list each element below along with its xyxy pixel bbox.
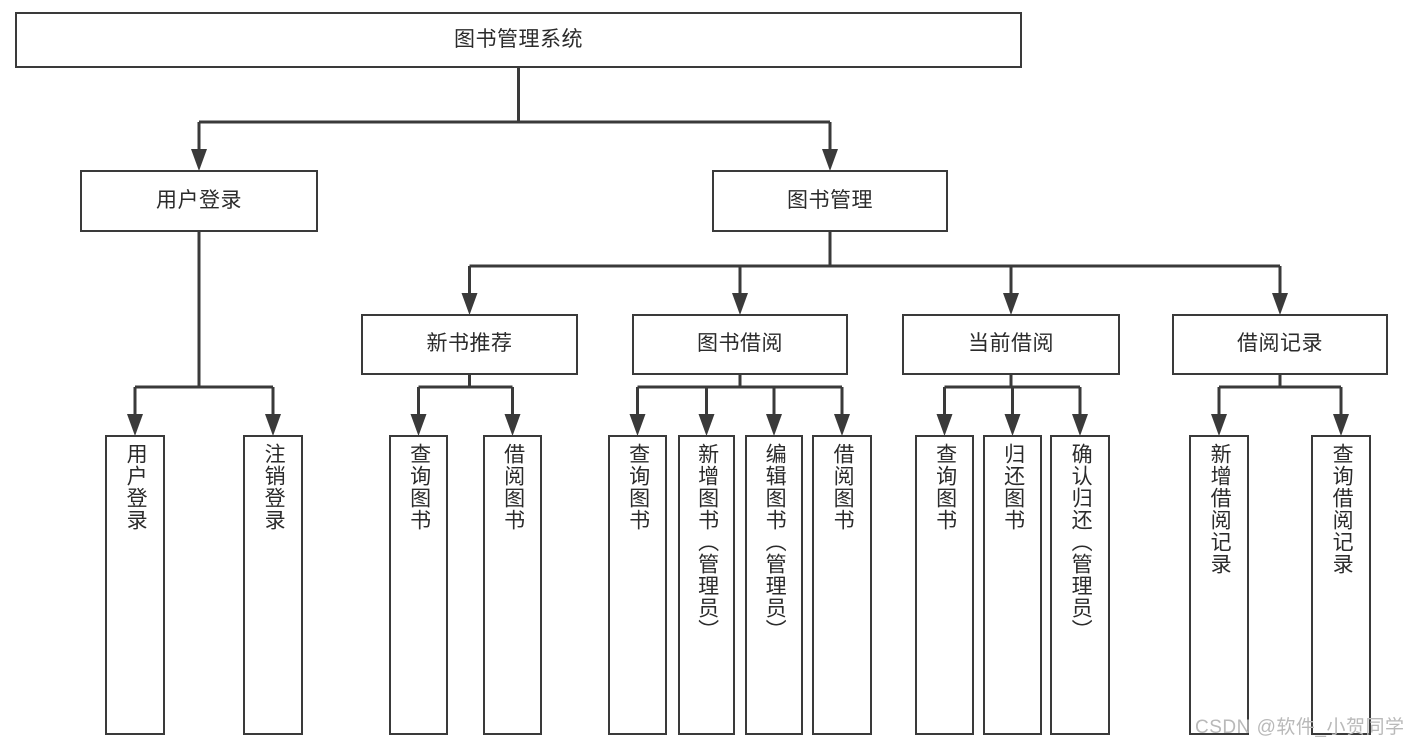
node-label: 用户登录	[124, 443, 148, 531]
node-leaf-add-borrow-record[interactable]: 新增借阅记录	[1189, 435, 1249, 735]
node-borrow-record[interactable]: 借阅记录	[1172, 314, 1388, 375]
node-label: 图书管理	[787, 188, 873, 212]
node-label: 当前借阅	[968, 332, 1054, 356]
node-label: 编辑图书（管理员）	[763, 443, 787, 641]
node-book-borrow[interactable]: 图书借阅	[632, 314, 848, 375]
node-label: 借阅图书	[501, 443, 525, 531]
node-leaf-query-book-current[interactable]: 查询图书	[915, 435, 974, 735]
node-label: 查询图书	[626, 443, 650, 531]
node-leaf-borrow-book[interactable]: 借阅图书	[812, 435, 872, 735]
node-leaf-query-book-recommend[interactable]: 查询图书	[389, 435, 448, 735]
node-current-borrow[interactable]: 当前借阅	[902, 314, 1120, 375]
node-label: 用户登录	[156, 188, 242, 212]
node-label: 新增图书（管理员）	[695, 443, 719, 641]
node-label: 查询图书	[407, 443, 431, 531]
node-label: 图书管理系统	[454, 27, 583, 51]
node-leaf-edit-book-admin[interactable]: 编辑图书（管理员）	[745, 435, 803, 735]
node-label: 新增借阅记录	[1208, 443, 1232, 575]
node-leaf-query-borrow-record[interactable]: 查询借阅记录	[1311, 435, 1371, 735]
node-leaf-query-book-borrow[interactable]: 查询图书	[608, 435, 667, 735]
node-root[interactable]: 图书管理系统	[15, 12, 1022, 68]
node-label: 新书推荐	[426, 332, 513, 356]
node-label: 查询借阅记录	[1330, 443, 1354, 575]
node-label: 图书借阅	[697, 332, 783, 356]
node-label: 借阅记录	[1237, 332, 1323, 356]
node-leaf-add-book-admin[interactable]: 新增图书（管理员）	[678, 435, 735, 735]
node-book-management-group[interactable]: 图书管理	[712, 170, 948, 232]
node-leaf-logout[interactable]: 注销登录	[243, 435, 303, 735]
node-leaf-user-login[interactable]: 用户登录	[105, 435, 165, 735]
node-label: 查询图书	[933, 443, 957, 531]
node-label: 归还图书	[1001, 443, 1025, 531]
node-leaf-return-book[interactable]: 归还图书	[983, 435, 1042, 735]
node-user-login-group[interactable]: 用户登录	[80, 170, 318, 232]
node-label: 注销登录	[262, 443, 286, 531]
node-leaf-borrow-book-recommend[interactable]: 借阅图书	[483, 435, 542, 735]
node-leaf-confirm-return-admin[interactable]: 确认归还（管理员）	[1050, 435, 1110, 735]
node-new-book-recommend[interactable]: 新书推荐	[361, 314, 578, 375]
node-label: 借阅图书	[831, 443, 855, 531]
node-label: 确认归还（管理员）	[1069, 443, 1093, 641]
